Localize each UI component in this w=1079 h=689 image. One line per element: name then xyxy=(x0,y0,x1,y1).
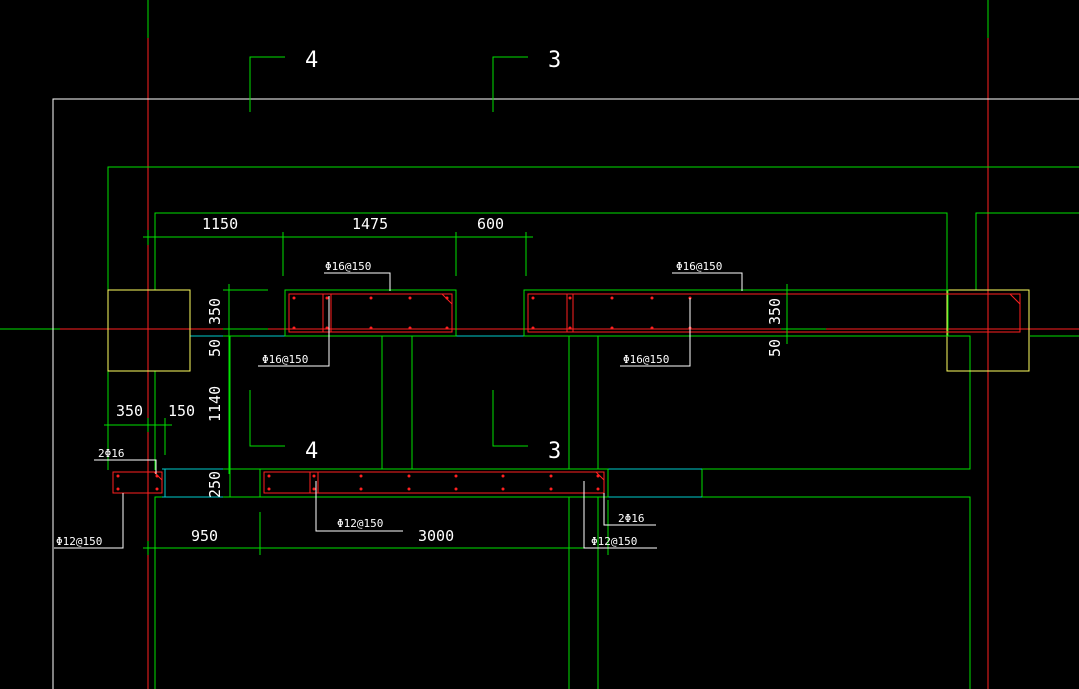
rebar-label-top-left-upper: Φ16@150 xyxy=(325,260,371,273)
section-mark-top-4: 4 xyxy=(305,48,318,73)
rebar-label-bottom-mid-stirrup: Φ12@150 xyxy=(337,517,383,530)
axis-green-ext xyxy=(0,0,989,330)
rebar-label-top-right-lower: Φ16@150 xyxy=(623,353,669,366)
rebar-cages xyxy=(112,293,1021,494)
axis-grid xyxy=(0,38,1079,689)
dimension-3000: 3000 xyxy=(418,527,454,545)
outer-outline xyxy=(52,98,1079,689)
dimension-250: 250 xyxy=(206,471,224,498)
dimension-350-right: 350 xyxy=(766,298,784,325)
rebar-label-bottom-left-stirrup: Φ12@150 xyxy=(56,535,102,548)
dimension-350-bottom: 350 xyxy=(116,402,143,420)
dimension-1475: 1475 xyxy=(352,215,388,233)
section-mark-top-3: 3 xyxy=(548,48,561,73)
rebar-label-top-right-upper: Φ16@150 xyxy=(676,260,722,273)
rebar-label-bottom-right-bars: 2Φ16 xyxy=(618,512,645,525)
dimension-950: 950 xyxy=(191,527,218,545)
section-brackets xyxy=(249,56,528,447)
dimension-1150: 1150 xyxy=(202,215,238,233)
rebar-label-top-left-lower: Φ16@150 xyxy=(262,353,308,366)
dimension-600: 600 xyxy=(477,215,504,233)
leader-lines xyxy=(54,272,743,549)
rebar-dots xyxy=(116,296,692,491)
column-right xyxy=(946,289,1030,372)
column-left xyxy=(107,289,191,372)
columns xyxy=(107,289,1030,372)
dimension-1140: 1140 xyxy=(206,386,224,422)
section-mark-bottom-4: 4 xyxy=(305,439,318,464)
beam-lines xyxy=(162,335,702,498)
dimension-50-left: 50 xyxy=(206,339,224,357)
dimension-150-bottom: 150 xyxy=(168,402,195,420)
rebar-label-bottom-right-stirrup: Φ12@150 xyxy=(591,535,637,548)
beam-boundaries xyxy=(259,289,949,498)
dimension-350-left: 350 xyxy=(206,298,224,325)
dimension-lines xyxy=(104,230,826,555)
rebar-label-bottom-left-bars: 2Φ16 xyxy=(98,447,125,460)
walls xyxy=(107,166,1079,689)
dimension-50-right: 50 xyxy=(766,339,784,357)
section-mark-bottom-3: 3 xyxy=(548,439,561,464)
